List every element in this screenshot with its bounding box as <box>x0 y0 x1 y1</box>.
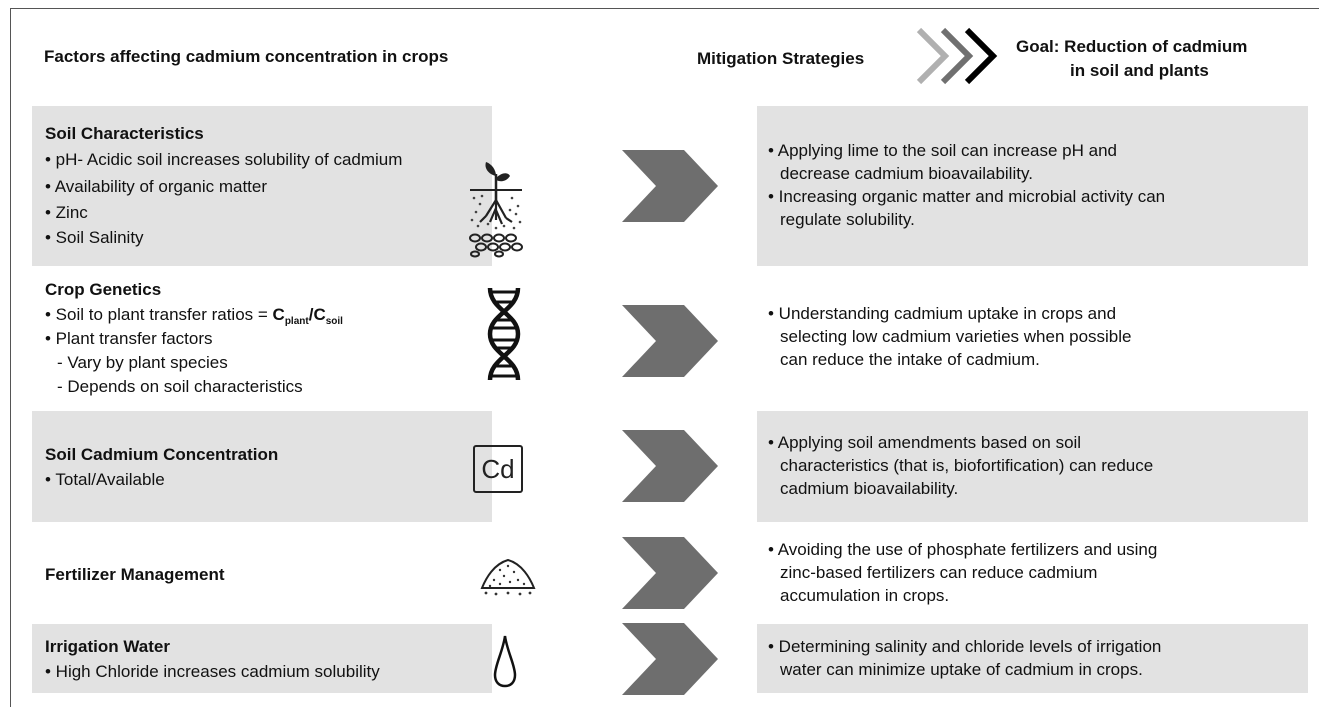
triple-chevron-icon <box>916 27 998 85</box>
water-drop-icon <box>493 635 517 688</box>
factor-title: Soil Cadmium Concentration <box>45 445 279 464</box>
ratio-slash: / <box>308 305 314 324</box>
factor-bullet: • Availability of organic matter <box>45 177 268 196</box>
strategy-line: zinc-based fertilizers can reduce cadmiu… <box>780 563 1098 582</box>
strategy-line: • Applying soil amendments based on soil <box>768 433 1082 452</box>
strategy-line: water can minimize uptake of cadmium in … <box>780 660 1143 679</box>
factor-sub-bullet: - Vary by plant species <box>57 353 228 372</box>
factor-bullet: • Total/Available <box>45 470 165 489</box>
strategy-line: can reduce the intake of cadmium. <box>780 350 1040 369</box>
strategy-line: • Increasing organic matter and microbia… <box>768 187 1166 206</box>
dna-icon <box>487 287 521 381</box>
arrow-chevron <box>622 430 718 502</box>
mitigation-heading: Mitigation Strategies <box>697 49 865 68</box>
ratio-c-soil: C <box>313 305 326 324</box>
chevron-mid <box>940 27 974 85</box>
strategy-line: regulate solubility. <box>780 210 915 229</box>
chevron-light <box>916 27 950 85</box>
factors-heading: Factors affecting cadmium concentration … <box>44 47 449 66</box>
strategy-fertilizer-management: • Avoiding the use of phosphate fertiliz… <box>757 530 1308 616</box>
cadmium-element-icon: Cd <box>473 445 523 493</box>
factor-bullet: • Soil Salinity <box>45 228 144 247</box>
strategy-text: • Avoiding the use of phosphate fertiliz… <box>768 538 1157 607</box>
goal-line-2: in soil and plants <box>1070 61 1209 80</box>
strategy-text: • Applying lime to the soil can increase… <box>768 139 1165 231</box>
factor-soil-characteristics: Soil Characteristics • pH- Acidic soil i… <box>32 106 523 266</box>
factor-bullet: • Soil to plant transfer ratios = Cplant… <box>45 303 343 334</box>
goal-line-1: Goal: Reduction of cadmium <box>1016 37 1248 56</box>
strategy-line: • Applying lime to the soil can increase… <box>768 141 1117 160</box>
factor-crop-genetics: Crop Genetics • Soil to plant transfer r… <box>32 272 521 404</box>
strategy-text: • Applying soil amendments based on soil… <box>768 431 1153 500</box>
factor-bullet: • High Chloride increases cadmium solubi… <box>45 662 380 681</box>
figure-frame <box>10 8 1319 707</box>
factor-sub-bullet: - Depends on soil characteristics <box>57 377 303 396</box>
factor-title: Soil Characteristics <box>45 124 204 143</box>
ratio-sub-plant: plant <box>284 316 309 327</box>
factor-title: Crop Genetics <box>45 280 162 299</box>
factor-irrigation-water: Irrigation Water • High Chloride increas… <box>32 624 517 693</box>
strategy-line: characteristics (that is, biofortificati… <box>780 456 1154 475</box>
strategy-text: • Understanding cadmium uptake in crops … <box>768 302 1132 371</box>
strategy-line: • Avoiding the use of phosphate fertiliz… <box>768 540 1158 559</box>
strategy-line: • Determining salinity and chloride leve… <box>768 637 1162 656</box>
arrow-chevron <box>622 150 718 222</box>
factor-fertilizer-management: Fertilizer Management <box>32 530 536 616</box>
factor-title: Fertilizer Management <box>45 565 225 584</box>
arrow-chevron <box>622 537 718 609</box>
strategy-irrigation-water: • Determining salinity and chloride leve… <box>757 624 1308 693</box>
ratio-sub-soil: soil <box>325 316 343 327</box>
arrow-chevron <box>622 623 718 695</box>
goal-statement: Goal: Reduction of cadmium in soil and p… <box>1016 35 1247 83</box>
strategy-line: accumulation in crops. <box>780 586 950 605</box>
strategy-line: • Understanding cadmium uptake in crops … <box>768 304 1117 323</box>
strategy-soil-cadmium: • Applying soil amendments based on soil… <box>757 411 1308 522</box>
chevron-dark <box>964 27 998 85</box>
ratio-c-plant: C <box>272 305 285 324</box>
factor-title: Irrigation Water <box>45 637 170 656</box>
arrow-chevron <box>622 305 718 377</box>
ratio-text: • Soil to plant transfer ratios = <box>45 305 273 324</box>
factor-bullet: • Zinc <box>45 203 88 222</box>
factor-bullet: • Plant transfer factors <box>45 329 213 348</box>
strategy-line: cadmium bioavailability. <box>780 479 959 498</box>
fertilizer-pile-icon <box>480 558 536 596</box>
strategy-line: selecting low cadmium varieties when pos… <box>780 327 1132 346</box>
strategy-text: • Determining salinity and chloride leve… <box>768 635 1161 681</box>
strategy-line: decrease cadmium bioavailability. <box>780 164 1033 183</box>
strategy-crop-genetics: • Understanding cadmium uptake in crops … <box>757 272 1308 404</box>
factor-bullet: • pH- Acidic soil increases solubility o… <box>45 150 403 169</box>
soil-sprout-icon <box>469 162 523 258</box>
strategy-soil-characteristics: • Applying lime to the soil can increase… <box>757 106 1308 266</box>
factor-soil-cadmium: Soil Cadmium Concentration • Total/Avail… <box>32 411 523 522</box>
